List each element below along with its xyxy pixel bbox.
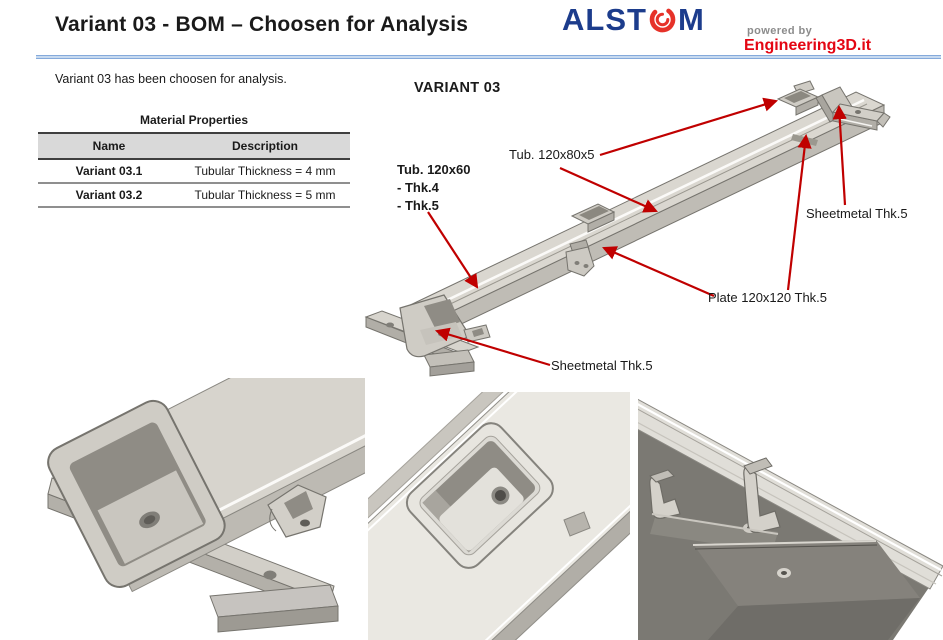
label-tub-120x60: Tub. 120x60 - Thk.4 - Thk.5 <box>397 162 471 213</box>
page-title: Variant 03 - BOM – Choosen for Analysis <box>55 13 469 36</box>
table-row: Variant 03.2 Tubular Thickness = 5 mm <box>38 183 350 208</box>
table-row: Variant 03.1 Tubular Thickness = 4 mm <box>38 159 350 184</box>
figure-title: VARIANT 03 <box>414 80 501 96</box>
intro-text: Variant 03 has been choosen for analysis… <box>55 72 287 86</box>
label-sheetmetal-bottom: Sheetmetal Thk.5 <box>551 358 653 373</box>
variant-description-cell: Tubular Thickness = 4 mm <box>180 159 350 184</box>
column-header-description: Description <box>180 134 350 160</box>
detail-view-cup-pocket <box>368 392 630 640</box>
middle-cup-and-bracket <box>565 203 616 277</box>
column-header-name: Name <box>38 134 180 160</box>
underside-plate <box>692 540 920 640</box>
alstom-logo: ALST M <box>562 4 705 35</box>
hook-bracket <box>267 484 327 538</box>
title-divider <box>36 55 941 59</box>
label-tub-120x80x5: Tub. 120x80x5 <box>509 147 595 162</box>
variant-name-cell: Variant 03.2 <box>38 183 180 208</box>
material-properties-table: Material Properties Name Description Var… <box>38 110 350 208</box>
label-sheetmetal-right: Sheetmetal Thk.5 <box>806 206 908 221</box>
alstom-logo-suffix: M <box>677 2 705 37</box>
powered-by-text: powered by <box>747 25 813 37</box>
left-end-sheetmetal-bracket <box>399 294 491 358</box>
variant-description-cell: Tubular Thickness = 5 mm <box>180 183 350 208</box>
variant03-isometric-view <box>364 80 891 377</box>
label-plate-120x120: Plate 120x120 Thk.5 <box>708 290 828 305</box>
alstom-o-swirl-icon <box>648 5 677 34</box>
detail-view-underside <box>638 398 943 640</box>
annotation-arrows <box>427 97 847 367</box>
u-bracket <box>649 457 781 535</box>
detail-view-end-bracket <box>47 378 365 633</box>
alstom-logo-prefix: ALST <box>562 2 647 37</box>
table-title: Material Properties <box>38 110 350 134</box>
table-header-row: Name Description <box>38 134 350 160</box>
variant-name-cell: Variant 03.1 <box>38 159 180 184</box>
